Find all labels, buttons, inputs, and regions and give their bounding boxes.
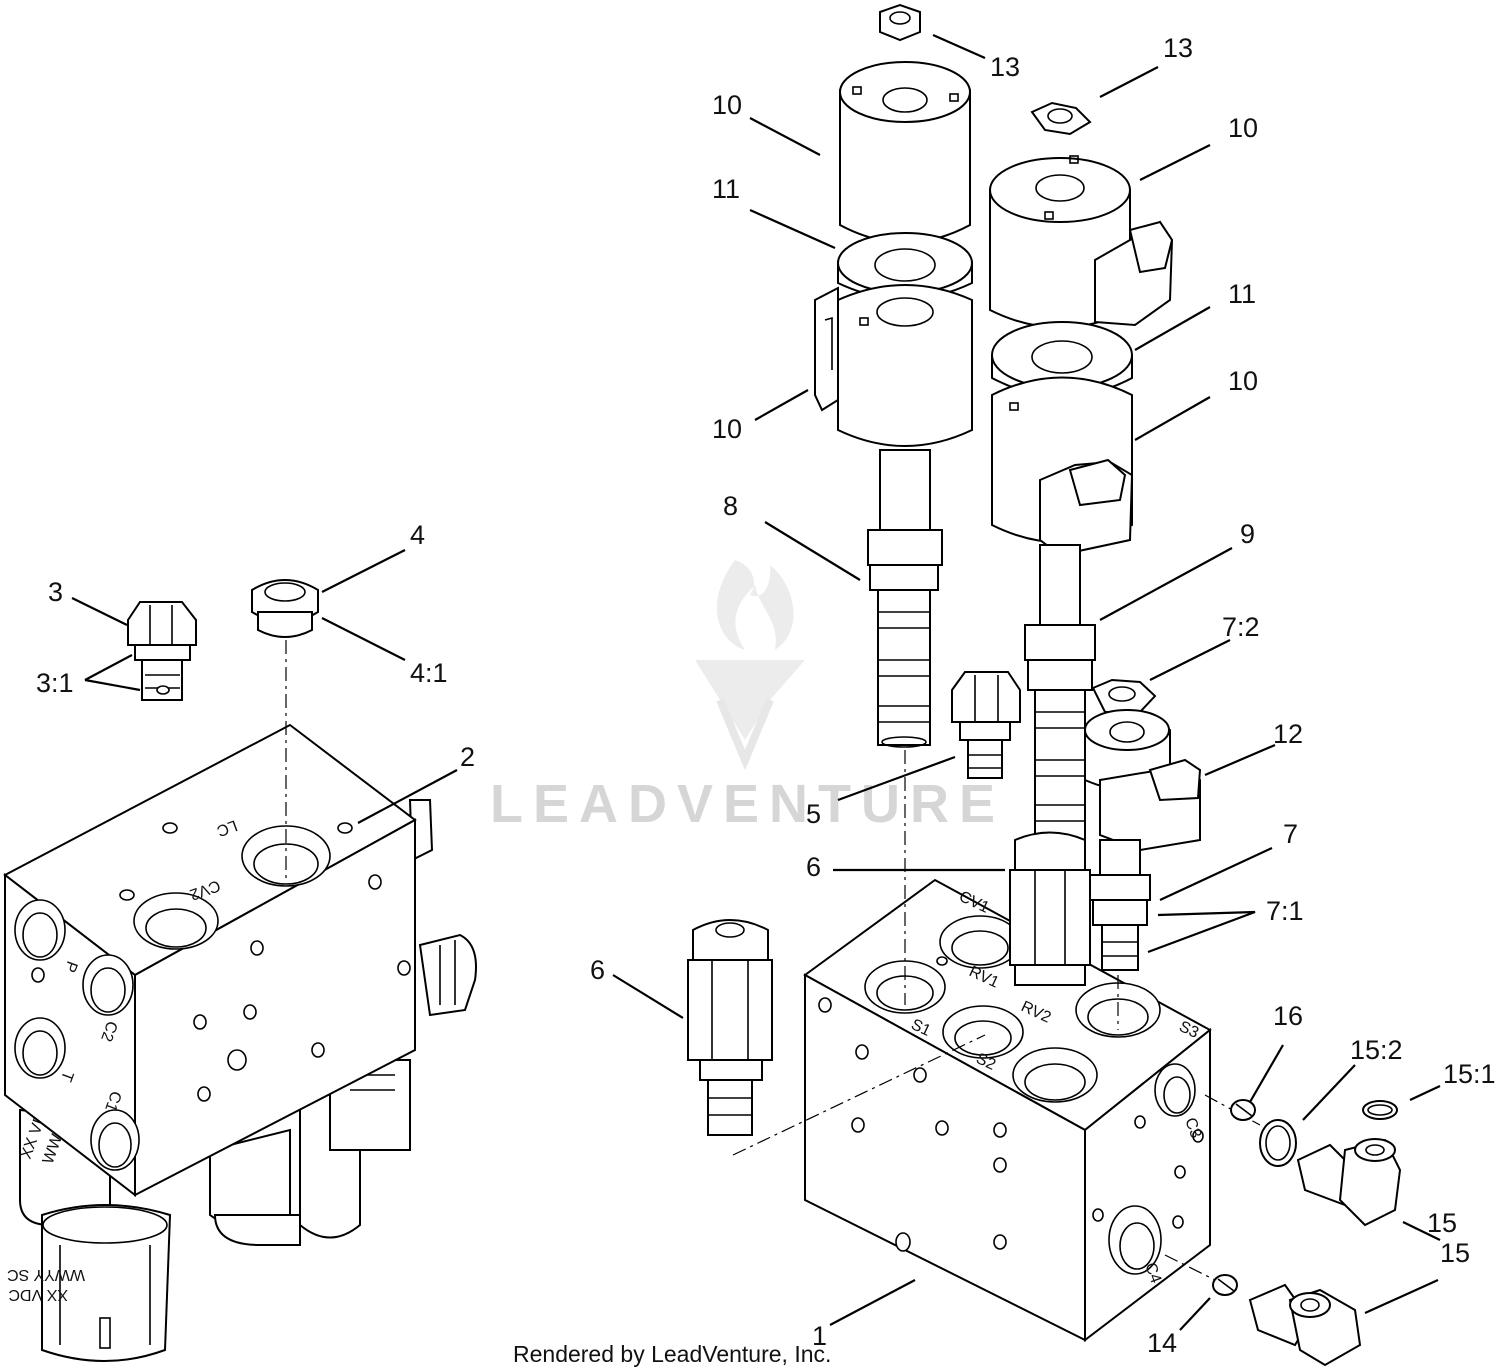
callout-7-2: 7:2 (1222, 612, 1260, 642)
callout-7-1: 7:1 (1266, 896, 1304, 926)
callout-10-b: 10 (1228, 113, 1258, 143)
part-4-plug (251, 579, 319, 638)
callout-10-a: 10 (712, 90, 742, 120)
part-16-plug (1230, 1099, 1256, 1121)
callout-13-a: 13 (990, 52, 1020, 82)
part-15-2-oring (1259, 1119, 1297, 1167)
watermark: LEADVENTURE (490, 560, 1005, 834)
port-label-c2: C2 (97, 1019, 120, 1044)
callout-3-1: 3:1 (36, 668, 74, 698)
callout-15-2: 15:2 (1350, 1035, 1403, 1065)
manifold-assembled: XX VDC WWYY SC XX VDC WWYY SC LC (3, 640, 477, 1362)
part-6-cartridge-upright (1009, 831, 1091, 986)
callout-1: 1 (812, 1321, 827, 1351)
port-label-s1: S1 (908, 1016, 933, 1040)
leader-lines (71, 33, 1441, 1331)
part-10-coil-a-bottom (814, 284, 973, 447)
callout-11-a: 11 (712, 174, 740, 204)
callout-16: 16 (1273, 1001, 1303, 1031)
callout-8: 8 (723, 491, 738, 521)
callout-6-b: 6 (590, 955, 605, 985)
callout-14: 14 (1147, 1328, 1177, 1358)
part-3-cartridge (127, 601, 197, 701)
part-12-coil (1084, 709, 1202, 852)
port-label-c1: C1 (101, 1089, 124, 1114)
watermark-text: LEADVENTURE (490, 774, 1005, 834)
part-10-coil-a-top (839, 61, 971, 244)
part-14-plug (1212, 1274, 1238, 1296)
coil-stamp-vdc-b: XX VDC (8, 1286, 68, 1303)
callout-3: 3 (48, 577, 63, 607)
render-credit: Rendered by LeadVenture, Inc. (513, 1341, 831, 1367)
callout-6-a: 6 (806, 852, 821, 882)
callout-15-1: 15:1 (1443, 1059, 1496, 1089)
part-9-cartridge (1024, 544, 1096, 841)
coil-stamp-wwyy-b: WWYY SC (7, 1266, 85, 1283)
callouts: 13 13 10 10 11 11 10 10 8 9 4 3 7:2 3:1 … (36, 33, 1496, 1358)
port-label-lc: LC (214, 816, 239, 839)
part-6-cartridge-side (687, 919, 773, 1136)
part-7-2-nut (1091, 678, 1157, 713)
callout-4-1: 4:1 (410, 658, 448, 688)
callout-15-a: 15 (1440, 1238, 1470, 1268)
callout-15-b-visible: 15 (1427, 1208, 1457, 1238)
lower-coil-left: XX VDC WWYY SC XX VDC WWYY SC (7, 1087, 172, 1362)
part-15-1-oring (1362, 1100, 1398, 1120)
callout-12: 12 (1273, 719, 1303, 749)
port-label-s2: S2 (973, 1050, 998, 1074)
callout-5: 5 (806, 799, 821, 829)
callout-7: 7 (1283, 819, 1298, 849)
callout-10-d: 10 (712, 414, 742, 444)
part-15-elbow-b (1248, 1283, 1362, 1367)
part-8-cartridge (867, 449, 943, 748)
part-13-nut-a (879, 3, 921, 42)
side-fitting (408, 799, 477, 1017)
port-label-c3: C3 (1181, 1116, 1204, 1141)
callout-13-b: 13 (1163, 33, 1193, 63)
part-15-elbow-a (1296, 1138, 1402, 1227)
callout-4: 4 (410, 520, 425, 550)
port-label-c4: C4 (1141, 1261, 1164, 1286)
callout-11-b: 11 (1228, 279, 1256, 309)
lower-cartridges (209, 1059, 411, 1246)
part-10-coil-b-top (989, 155, 1174, 329)
part-1-manifold: CV1 RV1 RV2 S1 S2 S3 C3 C4 (732, 750, 1261, 1343)
port-label-s3: S3 (1176, 1018, 1201, 1042)
callout-10-c: 10 (1228, 366, 1258, 396)
part-10-coil-b-bottom (991, 376, 1134, 557)
part-13-nut-b (1030, 101, 1092, 136)
callout-2: 2 (460, 742, 475, 772)
part-5-cartridge (951, 671, 1021, 779)
part-7-cartridge (1089, 839, 1151, 971)
callout-9: 9 (1240, 519, 1255, 549)
watermark-logo-icon (695, 560, 805, 771)
